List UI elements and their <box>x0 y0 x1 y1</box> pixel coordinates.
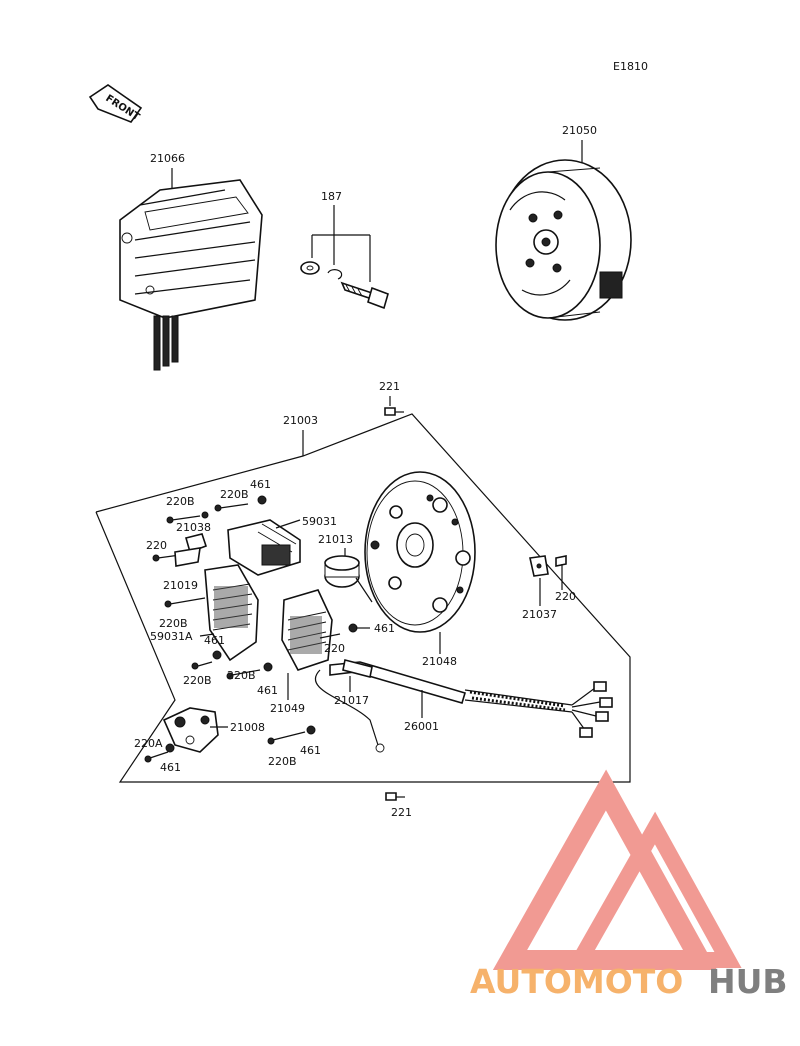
condenser-label: 21013 <box>318 533 353 546</box>
stator-plate-label: 21048 <box>422 655 457 668</box>
screw-bottom-label: 221 <box>391 806 412 819</box>
clip-21037-label: 21037 <box>522 608 557 621</box>
rotor-drawing <box>495 159 632 321</box>
pickup-label: 21008 <box>230 721 265 734</box>
pickup-drawing <box>162 707 219 753</box>
watermark-logo: AUTOMOTO HUB <box>470 769 788 1001</box>
washer-461-d-label: 461 <box>374 622 395 635</box>
washer-461-c-label: 461 <box>257 684 278 697</box>
stator-assembly-label: 21003 <box>283 414 318 427</box>
rotor-label: 21050 <box>562 124 597 137</box>
coil-59031-drawing <box>227 519 301 576</box>
washer-461-b-label: 461 <box>204 634 225 647</box>
screw-220a-label: 220A <box>134 737 163 750</box>
watermark-text-a: AUTOMOTO <box>470 962 683 1001</box>
coil-59031-label: 59031 <box>302 515 337 528</box>
screws-group <box>144 495 370 763</box>
grommet-drawing <box>342 659 373 678</box>
coil-59031a-drawing <box>204 564 259 662</box>
diagram-code: E1810 <box>613 60 648 73</box>
assembly-outline <box>95 413 631 783</box>
washer-461-a-label: 461 <box>250 478 271 491</box>
coil-21049-label: 21049 <box>270 702 305 715</box>
clamp-21019-label: 21019 <box>163 579 198 592</box>
regulator-label: 21066 <box>150 152 185 165</box>
screw-220-right-label: 220 <box>555 590 576 603</box>
screw-top-label: 221 <box>379 380 400 393</box>
washer-461-e-label: 461 <box>160 761 181 774</box>
coil-21049-drawing <box>281 589 333 671</box>
grommet-label: 21017 <box>334 694 369 707</box>
bolt-set-label: 187 <box>321 190 342 203</box>
front-arrow-icon: FRONT <box>88 84 143 123</box>
screw-220b-e-label: 220B <box>227 669 256 682</box>
bracket-21038-label: 21038 <box>176 521 211 534</box>
clip-21037-drawing <box>529 555 567 590</box>
washer-461-f-label: 461 <box>300 744 321 757</box>
screw-220b-a-label: 220B <box>166 495 195 508</box>
screw-220-mid-label: 220 <box>324 642 345 655</box>
screw-220b-c-label: 220B <box>159 617 188 630</box>
watermark-text-b: HUB <box>708 962 788 1001</box>
harness-label: 26001 <box>404 720 439 733</box>
screw-220b-f-label: 220B <box>268 755 297 768</box>
harness-drawing <box>314 661 613 753</box>
bolt-set-drawing <box>300 205 389 310</box>
stator-plate-drawing <box>364 471 476 633</box>
screw-220b-d-label: 220B <box>183 674 212 687</box>
screw-top-drawing <box>384 407 404 416</box>
coil-59031a-label: 59031A <box>150 630 193 643</box>
regulator-drawing <box>119 168 263 371</box>
condenser-drawing <box>324 555 373 603</box>
screw-bottom-drawing <box>385 792 405 801</box>
screw-220-left-label: 220 <box>146 539 167 552</box>
screw-220b-b-label: 220B <box>220 488 249 501</box>
